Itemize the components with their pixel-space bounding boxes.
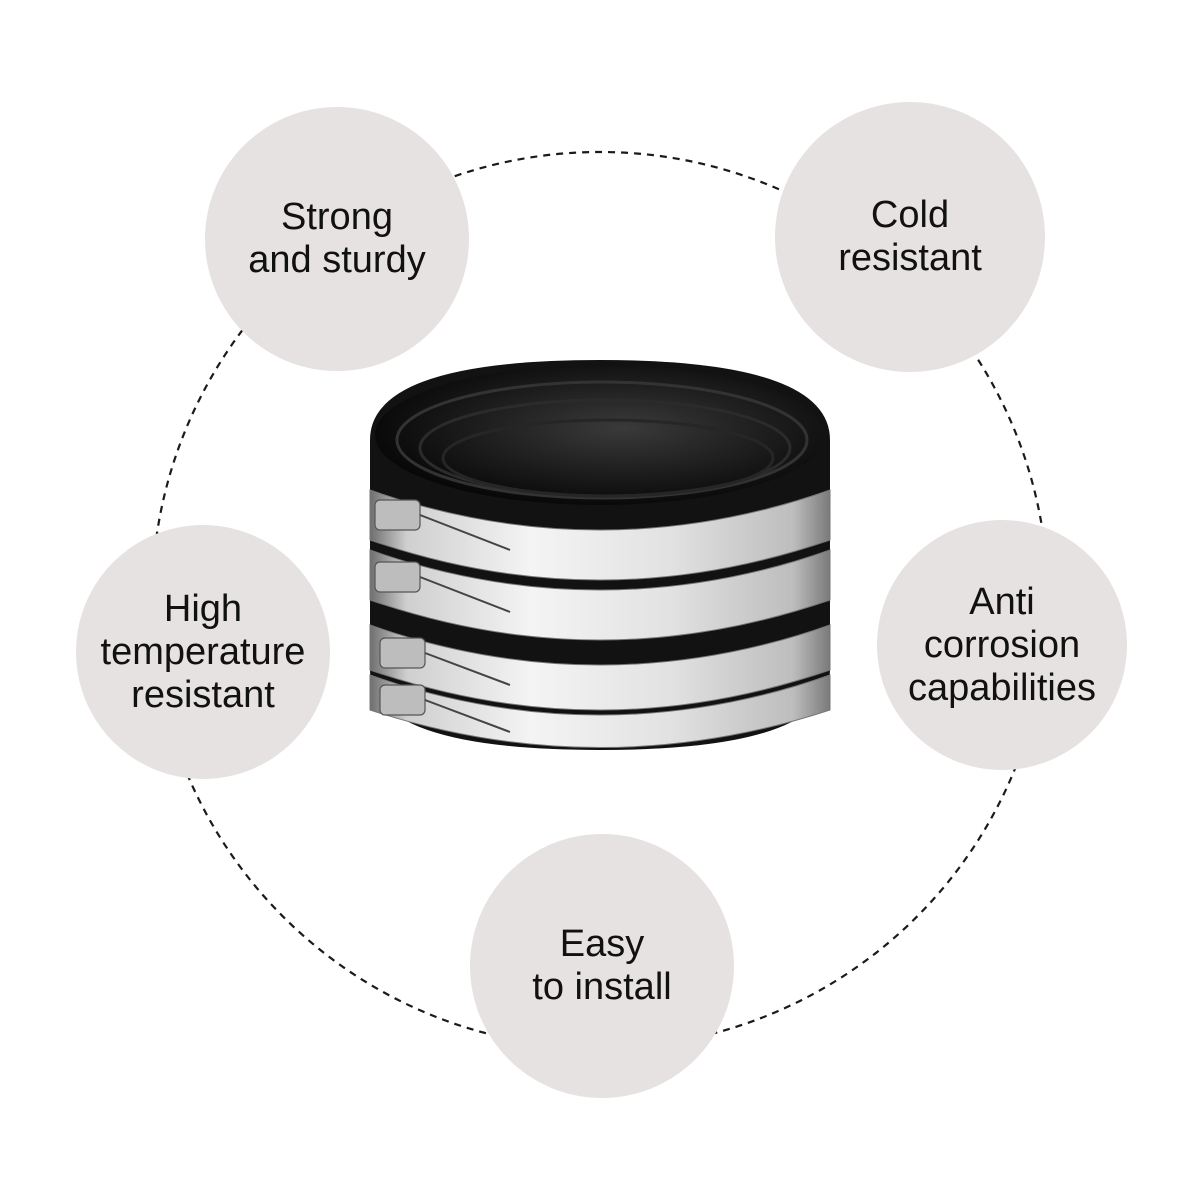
feature-label-anti-corrosion: Anti corrosion capabilities [908, 580, 1096, 709]
feature-bubble-easy-to-install: Easy to install [470, 834, 734, 1098]
feature-bubble-anti-corrosion: Anti corrosion capabilities [877, 520, 1127, 770]
feature-label-cold-resistant: Cold resistant [838, 194, 982, 279]
feature-bubble-cold-resistant: Cold resistant [775, 102, 1045, 372]
feature-label-strong-and-sturdy: Strong and sturdy [248, 196, 426, 281]
feature-label-high-temperature-resistant: High temperature resistant [100, 587, 306, 716]
pipe-coupling-clamp-image [369, 360, 831, 750]
feature-bubble-strong-and-sturdy: Strong and sturdy [205, 107, 469, 371]
feature-label-easy-to-install: Easy to install [532, 923, 672, 1008]
feature-bubble-high-temperature-resistant: High temperature resistant [76, 525, 330, 779]
